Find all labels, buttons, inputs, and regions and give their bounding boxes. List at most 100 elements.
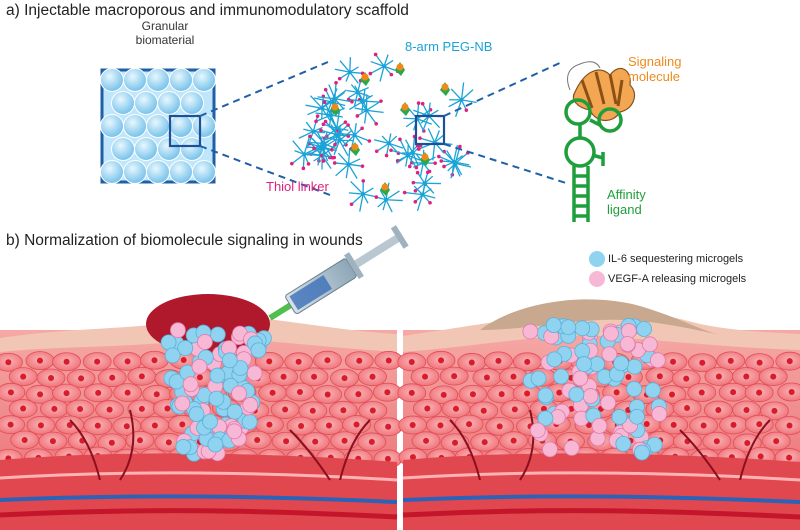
cell-nucleus (451, 373, 458, 380)
thiol-linker (320, 153, 324, 158)
peg-arm (348, 100, 364, 111)
cell-nucleus (656, 373, 663, 380)
cell-nucleus (727, 357, 734, 364)
cell-nucleus (452, 405, 459, 412)
peg-arm (385, 190, 400, 201)
peg-arm (363, 110, 368, 124)
cell-nucleus (165, 439, 172, 446)
peg-arm (348, 163, 363, 167)
peg-arm (351, 193, 364, 205)
peg-arm (448, 99, 462, 108)
cell-nucleus (180, 357, 187, 364)
panel-a-title: a) Injectable macroporous and immunomodu… (6, 2, 409, 19)
peg-arm (303, 137, 310, 155)
peg-arm (334, 82, 337, 99)
bead (111, 91, 135, 115)
peg-arm (419, 137, 435, 144)
thiol-linker (312, 146, 316, 151)
cell-nucleus (715, 407, 722, 414)
cell-nucleus (786, 358, 793, 365)
bead (169, 160, 193, 184)
peg-arm (432, 142, 436, 161)
cell-nucleus (7, 421, 14, 428)
thiol-linker (330, 155, 335, 160)
cell-nucleus (94, 358, 101, 365)
thiol-linker (334, 80, 338, 85)
peg-arm (348, 158, 361, 165)
peg-arm (340, 133, 355, 136)
cell-nucleus (715, 373, 722, 380)
peg-core (332, 96, 337, 101)
thiol-linker (398, 137, 402, 142)
syringe (268, 225, 409, 321)
wound-tissue-right (397, 299, 800, 530)
peg-arm (335, 163, 349, 177)
peg-arm (349, 71, 363, 74)
peg-core (355, 90, 360, 95)
cell-nucleus (540, 405, 547, 412)
cell-nucleus (481, 439, 488, 446)
thiol-linker (321, 159, 326, 163)
scab (480, 299, 720, 335)
peg-arm (312, 131, 322, 141)
peg-arm (385, 143, 390, 156)
peg-arm (357, 91, 371, 98)
thiol-linker (374, 195, 379, 199)
peg-arm (407, 154, 421, 161)
thiol-linker-label: Thiol linker (266, 179, 329, 194)
peg-arm (461, 89, 474, 101)
peg-arm (365, 109, 377, 125)
thiol-linker (322, 100, 327, 105)
bead (123, 68, 147, 92)
cell-nucleus (298, 422, 305, 429)
cell-nucleus (743, 407, 750, 414)
bead (192, 68, 216, 92)
blood-vessel (0, 494, 398, 504)
thiol-linker (323, 87, 328, 92)
cell-nucleus (124, 358, 131, 365)
cell-nucleus (266, 358, 273, 365)
cell-nucleus (5, 359, 12, 366)
thiol-linker (308, 134, 312, 139)
thiol-linker (374, 121, 378, 126)
peg-arm (362, 193, 377, 198)
peg-arm (428, 102, 431, 116)
cell-nucleus (437, 422, 444, 429)
peg-arm (320, 129, 338, 136)
peg-arm (428, 115, 441, 129)
peg-arm (307, 141, 324, 145)
peg-core (320, 106, 325, 111)
thiol-linker (355, 114, 360, 118)
vegf-microgel (542, 441, 558, 458)
il6-microgel (613, 355, 629, 372)
cell-nucleus (684, 405, 691, 412)
cell-nucleus (713, 438, 720, 445)
peg-arm (325, 89, 333, 103)
thiol-linker (411, 180, 416, 185)
cell-nucleus (51, 405, 58, 412)
il6-microgel (636, 321, 652, 337)
peg-arm (450, 88, 463, 101)
thiol-linker (343, 120, 348, 124)
granular-biomaterial-square (100, 68, 216, 184)
peg-arm (339, 60, 351, 73)
vegf-microgel (641, 336, 658, 353)
cell-nucleus (311, 373, 318, 380)
cell-nucleus (164, 405, 171, 412)
cell-nucleus (37, 422, 44, 429)
cell-nucleus (524, 390, 531, 397)
peg-core (337, 138, 342, 143)
peg-arm (349, 71, 359, 84)
peg-arm (333, 140, 341, 155)
cell-nucleus (643, 421, 650, 428)
peg-arm (292, 140, 305, 155)
peg-arm (317, 96, 335, 100)
thiol-linker (350, 99, 354, 104)
thiol-linker (361, 179, 366, 183)
thiol-linker (414, 165, 419, 170)
peg-arm (305, 104, 323, 109)
il6-microgel (202, 413, 218, 430)
signaling-molecule-mark (396, 63, 404, 71)
cell-nucleus (409, 454, 416, 461)
